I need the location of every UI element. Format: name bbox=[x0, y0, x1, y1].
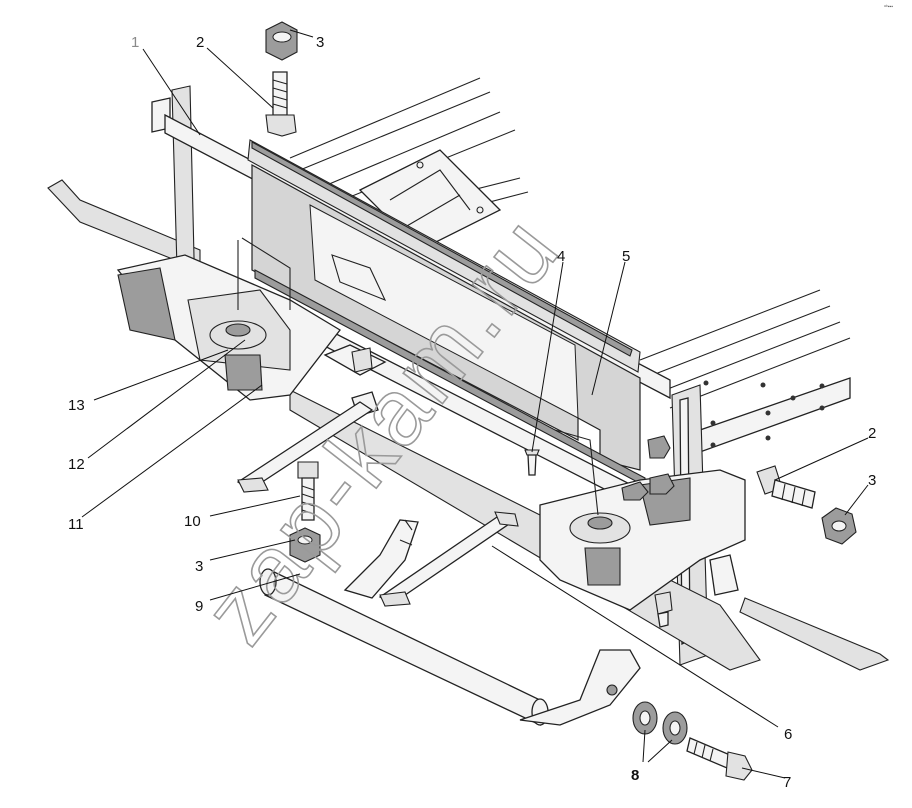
callout-5: 5 bbox=[622, 248, 630, 265]
callout-4: 4 bbox=[557, 248, 565, 265]
bolt-2-right bbox=[756, 465, 816, 509]
bolt-10 bbox=[297, 461, 319, 521]
tube-bracket bbox=[259, 519, 641, 727]
callout-9: 9 bbox=[195, 598, 203, 615]
right-side-bracket bbox=[739, 597, 890, 671]
callout-6: 6 bbox=[784, 726, 792, 743]
plate bbox=[251, 163, 641, 471]
frame-holes bbox=[703, 380, 825, 448]
screw bbox=[524, 449, 540, 476]
callout-3-lower: 3 bbox=[195, 558, 203, 575]
callout-3-top: 3 bbox=[316, 34, 324, 51]
callout-2-right: 2 bbox=[868, 425, 876, 442]
left-support-block bbox=[116, 237, 341, 401]
callout-1: 1 bbox=[131, 34, 139, 51]
nut-3-right bbox=[821, 507, 857, 545]
callout-11: 11 bbox=[68, 516, 84, 533]
callout-2-top: 2 bbox=[196, 34, 204, 51]
callout-8: 8 bbox=[631, 767, 639, 784]
callout-7: 7 bbox=[783, 774, 791, 791]
callout-13: 13 bbox=[68, 397, 85, 414]
bolt-7 bbox=[686, 737, 753, 781]
bolt-2-top bbox=[265, 71, 297, 137]
leader-lines bbox=[81, 29, 869, 779]
bottom-right-lug bbox=[654, 554, 739, 628]
washers-8 bbox=[632, 701, 688, 745]
corner-mark: ᵃᵇ▪▪▪ bbox=[884, 4, 893, 10]
callout-3-right: 3 bbox=[868, 472, 876, 489]
callout-10: 10 bbox=[184, 513, 201, 530]
straps bbox=[236, 401, 519, 607]
callouts: 1 2 3 4 5 2 3 13 12 11 10 3 9 6 8 7 bbox=[68, 34, 876, 791]
nut-3-top bbox=[265, 21, 298, 61]
callout-12: 12 bbox=[68, 456, 85, 473]
left-side-bracket bbox=[47, 179, 201, 271]
nut-3-lower bbox=[289, 527, 321, 563]
right-support-block bbox=[539, 429, 746, 611]
right-nut-cluster bbox=[621, 435, 675, 501]
